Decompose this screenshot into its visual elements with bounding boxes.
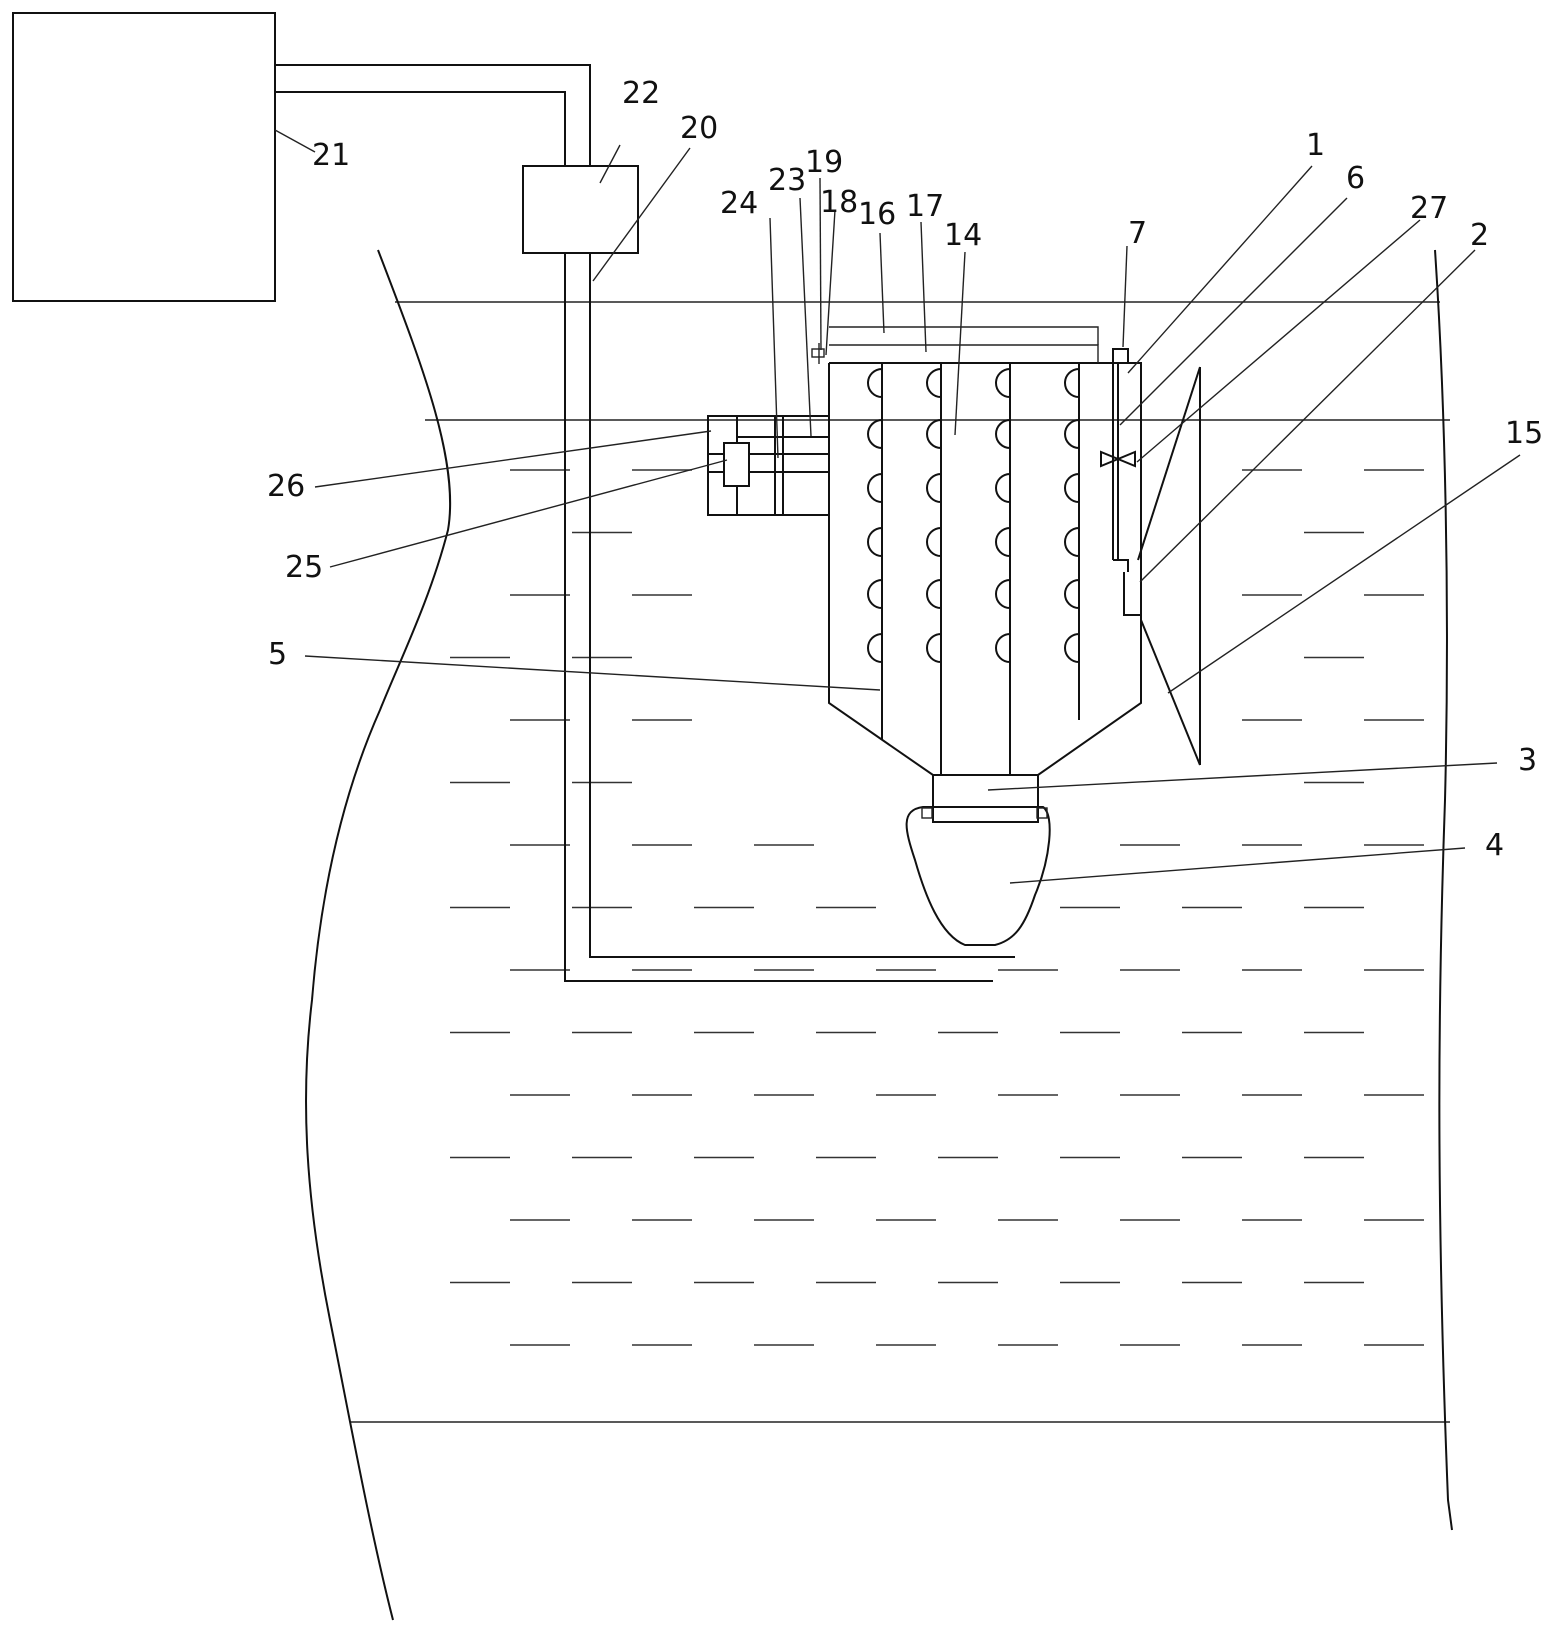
bubble-mark bbox=[867, 473, 883, 503]
water-pipe bbox=[275, 64, 1015, 982]
label-19: 19 bbox=[805, 145, 843, 180]
bag-clip-right bbox=[1036, 807, 1048, 819]
label-15: 15 bbox=[1505, 416, 1543, 451]
label-22: 22 bbox=[622, 76, 660, 111]
label-21: 21 bbox=[312, 138, 350, 173]
label-2: 2 bbox=[1470, 218, 1489, 253]
label-26: 26 bbox=[267, 469, 305, 504]
bubble-mark bbox=[1064, 633, 1080, 663]
control-box bbox=[12, 12, 276, 302]
label-3: 3 bbox=[1518, 743, 1537, 778]
tank-body bbox=[828, 362, 1142, 776]
bubble-mark bbox=[867, 579, 883, 609]
left-bank-line bbox=[305, 249, 452, 1621]
bubble-mark bbox=[867, 633, 883, 663]
reference-labels: 21 22 20 24 23 19 18 16 17 14 7 1 6 27 2… bbox=[267, 76, 1543, 863]
bubble-mark bbox=[995, 633, 1011, 663]
bubble-mark bbox=[995, 368, 1011, 398]
label-5: 5 bbox=[268, 637, 287, 672]
water-dashes bbox=[450, 469, 1424, 1346]
bubble-mark bbox=[995, 527, 1011, 557]
top-pipe bbox=[811, 326, 1099, 364]
bubble-mark bbox=[995, 579, 1011, 609]
filter-bubbles bbox=[867, 368, 1080, 663]
pump-box bbox=[522, 165, 639, 254]
bubble-mark bbox=[926, 473, 942, 503]
collection-bag bbox=[905, 806, 1051, 946]
bubble-mark bbox=[867, 419, 883, 449]
bubble-mark bbox=[1064, 368, 1080, 398]
bubble-mark bbox=[1064, 579, 1080, 609]
valve-icon bbox=[1100, 450, 1136, 468]
side-pipe bbox=[1112, 363, 1141, 616]
bubble-mark bbox=[926, 579, 942, 609]
bubble-mark bbox=[926, 527, 942, 557]
label-1: 1 bbox=[1306, 128, 1325, 163]
bubble-mark bbox=[926, 633, 942, 663]
leader-lines bbox=[274, 129, 1521, 884]
valve-box bbox=[1112, 348, 1129, 364]
motor-assembly bbox=[707, 415, 830, 516]
label-18: 18 bbox=[820, 185, 858, 220]
bubble-mark bbox=[1064, 527, 1080, 557]
bubble-mark bbox=[1064, 419, 1080, 449]
label-4: 4 bbox=[1485, 828, 1504, 863]
bubble-mark bbox=[995, 419, 1011, 449]
bubble-mark bbox=[867, 368, 883, 398]
label-23: 23 bbox=[768, 163, 806, 198]
bubble-mark bbox=[1064, 473, 1080, 503]
label-7: 7 bbox=[1128, 216, 1147, 251]
bag-clip-left bbox=[921, 807, 933, 819]
right-bank-line bbox=[1434, 249, 1453, 1531]
label-14: 14 bbox=[944, 218, 982, 253]
bubble-mark bbox=[995, 473, 1011, 503]
bubble-mark bbox=[867, 527, 883, 557]
label-27: 27 bbox=[1410, 191, 1448, 226]
label-16: 16 bbox=[858, 197, 896, 232]
outlet-box bbox=[932, 774, 1039, 823]
label-17: 17 bbox=[906, 189, 944, 224]
bubble-mark bbox=[926, 368, 942, 398]
label-25: 25 bbox=[285, 550, 323, 585]
outer-cone bbox=[1137, 366, 1201, 766]
label-20: 20 bbox=[680, 111, 718, 146]
label-24: 24 bbox=[720, 186, 758, 221]
bubble-mark bbox=[926, 419, 942, 449]
label-6: 6 bbox=[1346, 161, 1365, 196]
